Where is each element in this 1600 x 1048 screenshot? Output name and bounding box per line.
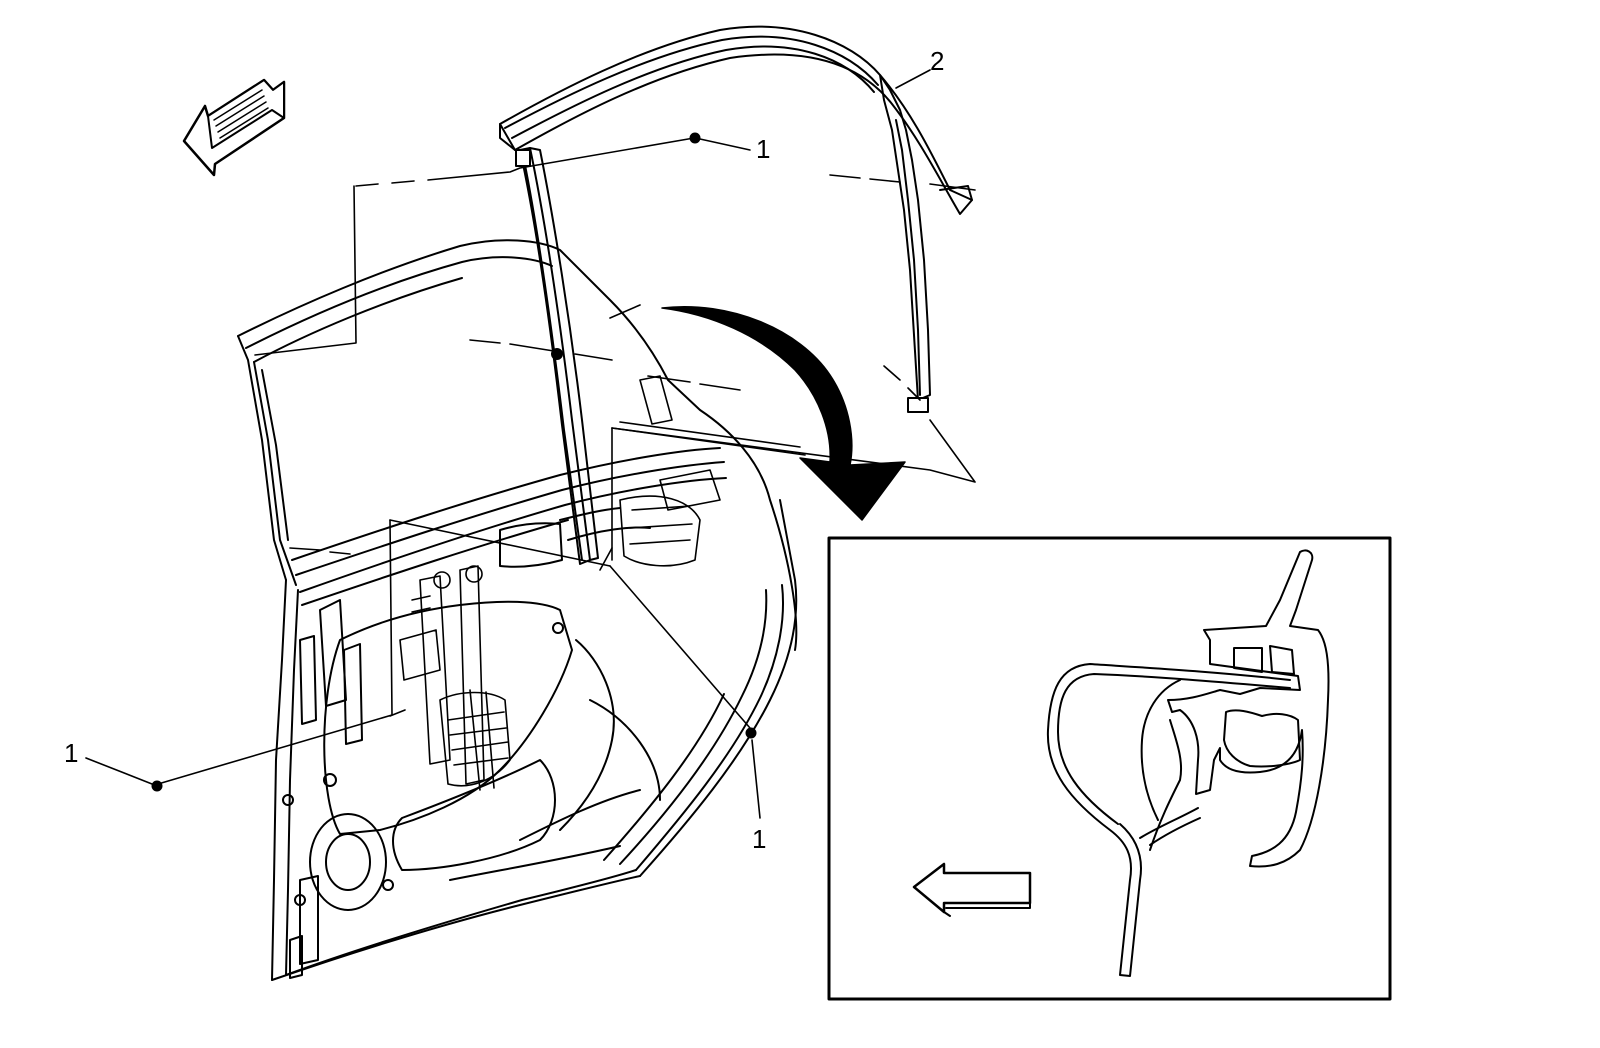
window-regulator	[399, 565, 511, 791]
callout-1-left: 1	[64, 738, 153, 785]
direction-arrow-icon	[912, 862, 1032, 917]
latch-assembly	[619, 375, 721, 567]
callout-1-bottom-label: 1	[752, 824, 766, 854]
callout-1-top: 1	[699, 134, 770, 164]
upper-frame-molding	[499, 25, 973, 413]
alignment-lines	[157, 137, 976, 785]
callout-2-label: 2	[930, 46, 944, 76]
callout-2: 2	[895, 46, 944, 89]
callout-1-top-label: 1	[756, 134, 770, 164]
detail-inset	[827, 536, 1392, 1001]
rotation-arrow-icon	[661, 306, 906, 521]
fastener-bottom	[745, 727, 757, 739]
fastener-top	[689, 132, 701, 144]
fastener-left	[151, 780, 163, 792]
callout-1-left-label: 1	[64, 738, 78, 768]
seal-cross-section	[1046, 549, 1330, 977]
callout-1-bottom: 1	[751, 739, 766, 854]
rear-door-panel	[237, 239, 798, 981]
direction-arrow-icon	[182, 78, 286, 177]
